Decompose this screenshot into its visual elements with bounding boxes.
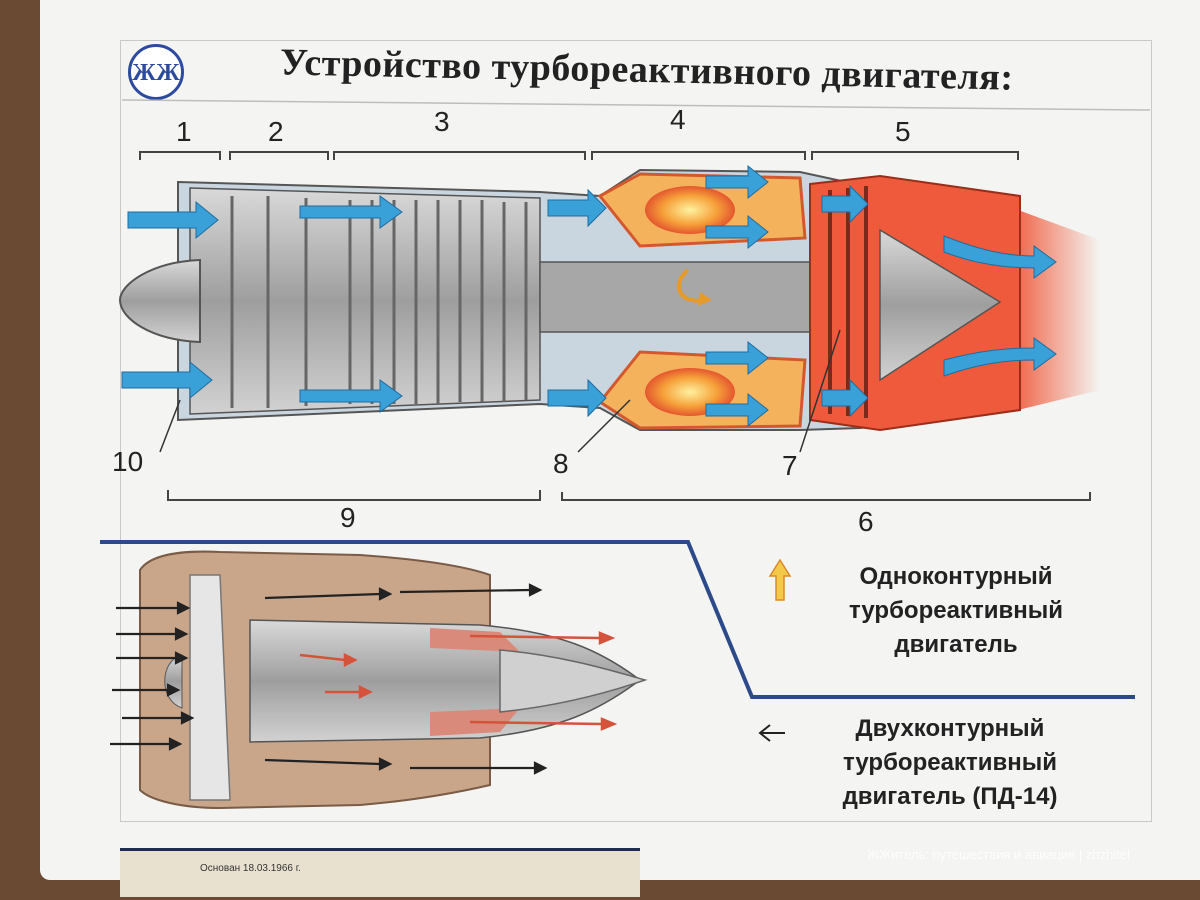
compressor-blades	[230, 196, 528, 408]
callout-8: 8	[553, 448, 569, 479]
inlet-spinner	[118, 258, 201, 344]
turbojet-cutaway	[118, 168, 1100, 432]
core-nozzle-cone	[499, 649, 648, 713]
turbofan-caption: Двухконтурный турбореактивный двигатель …	[790, 712, 1110, 814]
callout-1: 1	[176, 116, 192, 147]
single-spool-caption: Одноконтурный турбореактивный двигатель	[806, 560, 1106, 662]
svg-text:ЖЖ: ЖЖ	[132, 60, 180, 86]
turbofan-line1: Двухконтурный	[855, 715, 1045, 742]
compressor-section	[189, 187, 541, 415]
exhaust-plume	[1018, 210, 1100, 410]
section-brackets-top	[139, 151, 1019, 160]
underlying-document-text: Основан 18.03.1966 г.	[200, 863, 301, 874]
single-spool-line2: турбореактивный	[849, 597, 1063, 624]
watermark: ЖЖитель: путешествия и авиация | zhzhite…	[867, 847, 1130, 862]
hot-core-upper	[430, 628, 520, 652]
callout-4: 4	[670, 104, 686, 135]
callout-2: 2	[268, 116, 284, 147]
turbofan-core-arrows	[299, 631, 618, 731]
turbofan-line2: турбореактивный	[843, 749, 1057, 776]
callout-5: 5	[895, 116, 911, 147]
airflow-arrows	[121, 164, 1057, 428]
turbofan-line3: двигатель (ПД-14)	[842, 783, 1058, 810]
title-rule	[121, 99, 1151, 111]
rotation-arrow	[676, 268, 706, 303]
turbine-blades	[828, 186, 868, 418]
flame-upper	[645, 186, 735, 234]
underlying-document: Основан 18.03.1966 г.	[120, 848, 640, 897]
poster-frame	[120, 40, 1152, 822]
callout-9: 9	[340, 502, 356, 533]
callout-3: 3	[434, 106, 450, 137]
turbofan-flow-arrows	[110, 583, 548, 775]
left-arrow-icon	[758, 724, 785, 742]
exhaust-cone	[879, 228, 1002, 382]
turbofan-cutaway	[139, 550, 648, 810]
callout-10: 10	[112, 446, 144, 477]
leader-lines	[159, 329, 841, 453]
callout-6: 6	[858, 506, 874, 537]
single-spool-line3: двигатель	[894, 631, 1018, 658]
section-brackets-bottom	[167, 490, 1091, 501]
logo-emblem-icon: ЖЖ	[128, 44, 184, 100]
section-divider	[100, 540, 1135, 699]
up-arrow-icon	[768, 558, 792, 601]
fan-blades	[189, 574, 231, 801]
single-spool-line1: Одноконтурный	[859, 563, 1053, 590]
callout-7: 7	[782, 450, 798, 481]
